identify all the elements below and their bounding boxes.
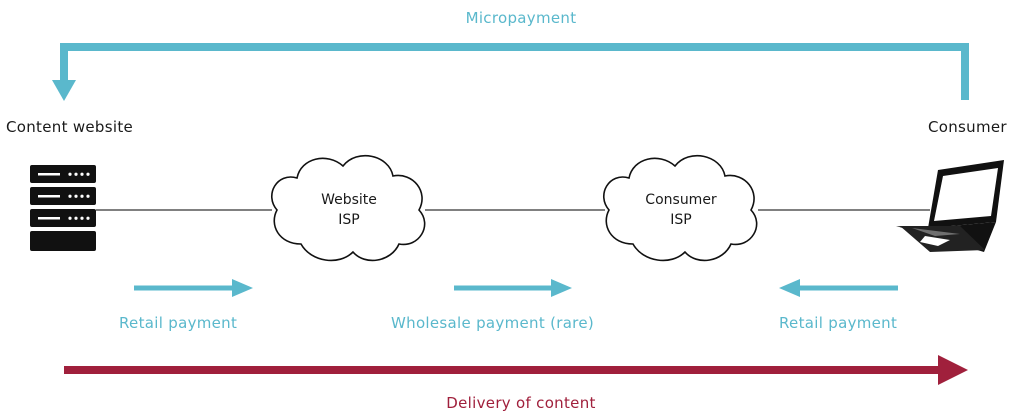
consumer-isp-line1: Consumer <box>645 192 717 208</box>
retail-payment-label-right: Retail payment <box>779 314 898 332</box>
wholesale-payment-arrow <box>454 279 572 297</box>
server-icon <box>30 165 96 251</box>
retail-payment-arrow-right <box>779 279 898 297</box>
website-isp-label: Website ISP <box>321 190 377 230</box>
delivery-arrow <box>64 355 968 385</box>
consumer-label: Consumer <box>928 118 1007 136</box>
cloud-icon <box>271 155 426 262</box>
website-isp-line1: Website <box>321 192 377 208</box>
website-isp-line2: ISP <box>338 212 360 228</box>
delivery-of-content-label: Delivery of content <box>446 394 596 412</box>
retail-payment-arrow-left <box>134 279 253 297</box>
wholesale-payment-label: Wholesale payment (rare) <box>391 314 594 332</box>
consumer-isp-label: Consumer ISP <box>645 190 716 230</box>
micropayment-arrow <box>52 43 969 101</box>
content-website-label: Content website <box>6 118 134 136</box>
retail-payment-label-left: Retail payment <box>119 314 238 332</box>
laptop-icon <box>896 160 1004 252</box>
micropayment-label: Micropayment <box>465 9 577 27</box>
cloud-icon <box>603 155 758 262</box>
consumer-isp-line2: ISP <box>670 212 692 228</box>
